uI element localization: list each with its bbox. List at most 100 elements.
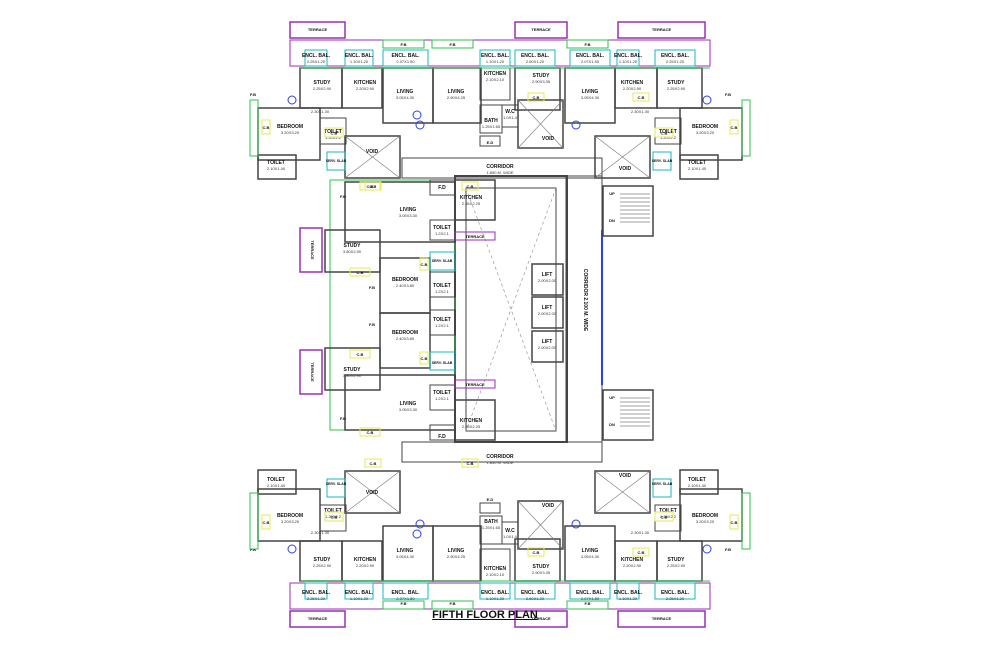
serv-slab-lower	[429, 351, 456, 371]
stair-upper	[602, 185, 654, 237]
bottom-encl-bal-label: ENCL. BAL.	[576, 590, 605, 596]
bottom-serv-slab-right-label: SERV. SLAB	[652, 482, 673, 486]
top-toilet-left-label-dim: 2.10X1.40	[267, 166, 286, 171]
top-void-x	[517, 99, 564, 149]
bottom-terrace-label: TERRACE	[652, 616, 672, 621]
bottom-terrace	[617, 610, 706, 628]
lift-3-label-dim: 2.00X2.00	[538, 345, 557, 350]
top-encl-bal	[654, 49, 696, 67]
top-study-center-label: STUDY	[533, 73, 551, 79]
corridor-top	[401, 157, 603, 179]
lift-3	[531, 330, 564, 363]
bottom-encl-bal-label: ENCL. BAL.	[391, 590, 420, 596]
top-ed	[479, 135, 501, 147]
cupboard	[527, 92, 545, 102]
cupboard-label: C.B	[638, 550, 645, 555]
bottom-terrace	[514, 610, 568, 628]
cupboard-label: C.B	[731, 125, 738, 130]
lift-2-label: LIFT	[542, 305, 553, 311]
bottom-study-right-label-dim: 2.25X2.90	[667, 563, 686, 568]
corridor-top-label: CORRIDOR	[486, 164, 514, 170]
left-kitchen-upper-label-dim: 2.65X2.25	[462, 201, 481, 206]
top-toilet-right-label-dim: 2.10X1.40	[688, 166, 707, 171]
bottom-void-x	[344, 470, 401, 514]
left-toilet-lower-label: TOILET	[433, 390, 451, 396]
top-column	[415, 120, 425, 130]
top-fb-strip	[382, 39, 425, 49]
top-fb-left-strip	[249, 99, 259, 157]
bottom-toilet-left-b-label-dim: 1.20X2.2	[325, 514, 342, 519]
cupboard	[632, 92, 650, 102]
cupboard	[364, 458, 382, 468]
lift-2	[531, 296, 564, 329]
fd-upper-label: F.D	[438, 185, 446, 191]
bottom-bedroom-right-label-dim: 3.20X3.20	[696, 519, 715, 524]
bottom-terrace-label: TERRACE	[531, 616, 551, 621]
left-bedroom-lower-label-dim: 2.40X3.80	[396, 336, 415, 341]
top-void-center-label: VOID	[542, 136, 555, 142]
terrace-inner-lower-label: TERRACE	[465, 382, 485, 387]
bottom-ed	[479, 502, 501, 514]
left-terrace-lower	[299, 349, 323, 395]
cupboard-label: C.B	[661, 131, 668, 136]
bottom-encl-bal-label-dim: 2.25X1.20	[307, 596, 326, 601]
serv-slab-lower-label: SERV. SLAB	[432, 361, 453, 365]
bottom-encl-bal-label-dim: 2.07X1.50	[396, 596, 415, 601]
bottom-serv-slab-right	[652, 478, 672, 498]
top-column	[571, 120, 581, 130]
bottom-column	[412, 529, 422, 539]
top-toilet-right-b-label: TOILET	[659, 129, 677, 135]
left-study-upper	[324, 229, 381, 273]
top-serv-slab-right-label: SERV. SLAB	[652, 159, 673, 163]
top-void-x	[594, 135, 651, 179]
cupboard	[349, 349, 371, 359]
bottom-dim-left: 2.30X1.30	[311, 530, 330, 535]
cupboard-label: C.B	[661, 515, 668, 520]
bottom-encl-bal-label-dim: 1.10X1.20	[350, 596, 369, 601]
top-encl-bal-label-dim: 2.25X1.20	[307, 59, 326, 64]
top-toilet-left-b-label: TOILET	[324, 129, 342, 135]
top-encl-bal-label: ENCL. BAL.	[614, 53, 643, 59]
bottom-void-right	[594, 470, 651, 514]
corridor-bottom-label-dim: 1.850 M. WIDE	[486, 460, 513, 465]
cupboard-label: C.B	[731, 520, 738, 525]
bottom-kitchen-left-label: KITCHEN	[354, 557, 377, 563]
top-bath-label: BATH	[484, 118, 498, 124]
top-encl-bal-label-dim: 1.10X1.20	[350, 59, 369, 64]
left-bedroom-upper-label-dim: 2.40X3.80	[396, 283, 415, 288]
left-kitchen-upper	[454, 179, 496, 221]
fb-left-mid2: F.B	[369, 322, 375, 327]
cupboard-label: C.B	[467, 184, 474, 189]
top-study-left-label: STUDY	[314, 80, 332, 86]
bottom-study-center-label-dim: 2.90X3.35	[532, 570, 551, 575]
bottom-serv-slab-left-label: SERV. SLAB	[326, 482, 347, 486]
top-bedroom-left-label: BEDROOM	[277, 124, 303, 130]
top-void-right	[594, 135, 651, 179]
top-encl-bal-label-dim: 1.10X1.20	[486, 59, 505, 64]
top-encl-bal-label-dim: 2.60X1.20	[526, 59, 545, 64]
cupboard-label: C.B	[367, 184, 374, 189]
fd-lower-label: F.D	[438, 434, 446, 440]
bottom-fb-strip	[382, 600, 425, 610]
serv-slab-upper	[429, 251, 456, 271]
cupboard	[359, 427, 381, 437]
top-encl-bal-label: ENCL. BAL.	[576, 53, 605, 59]
cupboard	[419, 351, 429, 365]
top-encl-bal	[569, 49, 611, 67]
cupboard	[729, 119, 739, 135]
cupboard-label: C.B	[263, 125, 270, 130]
bottom-toilet-left	[257, 469, 297, 495]
top-terrace-label: TERRACE	[652, 27, 672, 32]
top-toilet-right	[679, 154, 719, 180]
bottom-encl-bal-label: ENCL. BAL.	[661, 590, 690, 596]
top-encl-bal	[304, 49, 328, 67]
bottom-encl-bal	[304, 582, 328, 600]
bottom-encl-bal-label-dim: 2.07X1.50	[581, 596, 600, 601]
left-toilet-mid2-label-dim: 1.2X2.1	[435, 323, 450, 328]
bottom-kitchen-left-label-dim: 2.20X2.90	[356, 563, 375, 568]
bottom-terrace	[289, 610, 346, 628]
bottom-terrace-label: TERRACE	[308, 616, 328, 621]
stair-lower	[602, 389, 654, 441]
bottom-encl-bal	[479, 582, 511, 600]
cupboard	[527, 547, 545, 557]
